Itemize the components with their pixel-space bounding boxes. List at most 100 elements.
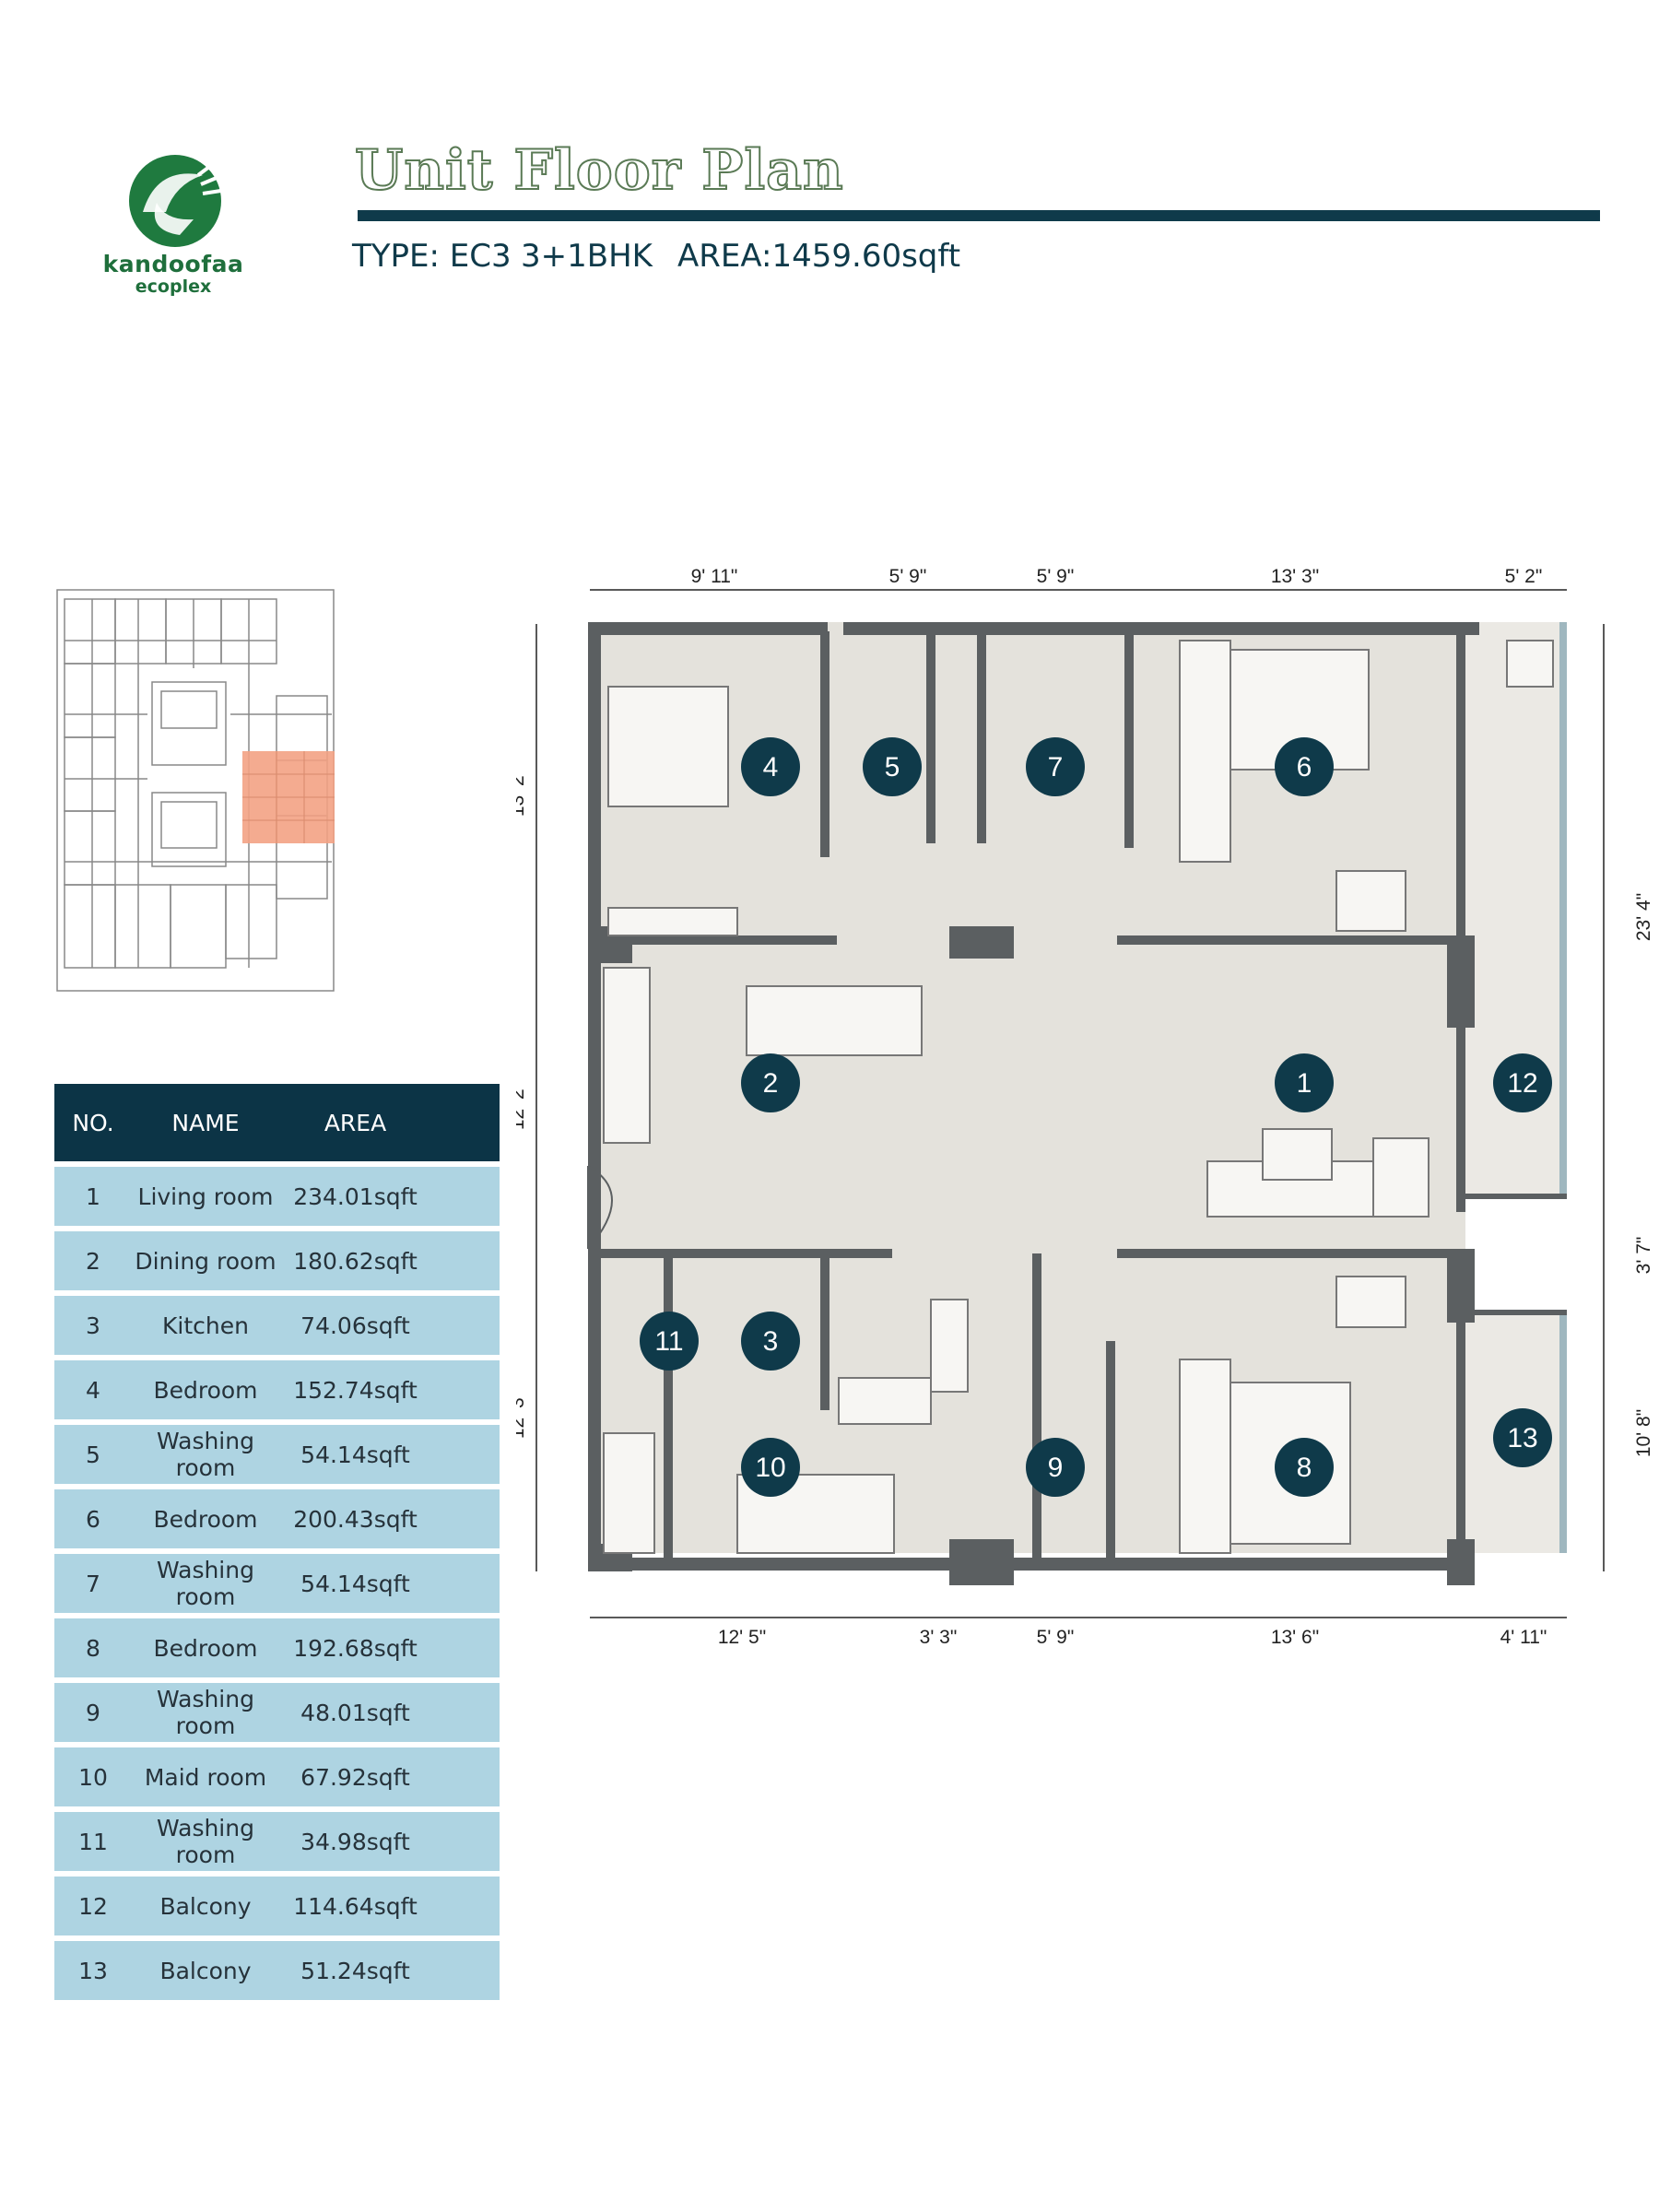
marker-2: 2: [763, 1068, 779, 1099]
row-name: Washing room: [157, 1557, 254, 1610]
marker-5: 5: [885, 752, 900, 782]
row-area: 51.24sqft: [300, 1957, 410, 1984]
brand-sub: ecoplex: [135, 276, 212, 297]
row-no: 9: [86, 1699, 100, 1726]
row-no: 11: [78, 1828, 108, 1855]
dim-left-2: 12' 2": [516, 1082, 528, 1130]
table-row: 3 Kitchen 74.06sqft: [54, 1296, 500, 1355]
table-row: 8 Bedroom 192.68sqft: [54, 1618, 500, 1677]
row-area: 192.68sqft: [293, 1634, 418, 1662]
title-divider: [358, 210, 1600, 221]
shower-11: [603, 1432, 655, 1554]
unit-area: AREA:1459.60sqft: [677, 238, 961, 275]
table-row: 7 Washing room 54.14sqft: [54, 1554, 500, 1613]
row-name: Maid room: [144, 1763, 267, 1791]
marker-13: 13: [1507, 1423, 1537, 1453]
entry-door: [587, 1165, 613, 1250]
balcony-railing: [1559, 622, 1567, 1194]
dim-right-3: 10' 8": [1633, 1409, 1654, 1457]
row-no: 6: [86, 1505, 100, 1533]
desk-6: [1335, 870, 1406, 932]
dim-top-5: 5' 2": [1505, 566, 1543, 587]
dim-bottom-1: 12' 5": [718, 1627, 766, 1648]
coffee-table: [1262, 1128, 1333, 1181]
dim-top-1: 9' 11": [691, 566, 738, 587]
wardrobe-4: [607, 907, 738, 936]
dimension-lines: [535, 589, 1605, 1618]
dim-left-3: 12' 3": [516, 1391, 528, 1439]
table-header: NO. NAME AREA: [54, 1084, 500, 1161]
page-title: Unit Floor Plan: [354, 137, 844, 204]
row-area: 54.14sqft: [300, 1570, 410, 1597]
row-name: Balcony: [159, 1892, 252, 1920]
row-name: Bedroom: [153, 1505, 258, 1533]
row-area: 48.01sqft: [300, 1699, 410, 1726]
dim-left-1: 13' 2": [516, 769, 528, 817]
row-area: 67.92sqft: [300, 1763, 410, 1791]
marker-3: 3: [763, 1326, 779, 1357]
dim-right-2: 3' 7": [1633, 1237, 1654, 1275]
brand-name: kandoofaa: [102, 251, 244, 277]
header-no: NO.: [72, 1109, 114, 1136]
row-name: Washing room: [157, 1428, 254, 1481]
row-name: Bedroom: [153, 1376, 258, 1404]
header-name: NAME: [171, 1109, 240, 1136]
table-row: 10 Maid room 67.92sqft: [54, 1747, 500, 1806]
dim-bottom-4: 13' 6": [1271, 1627, 1319, 1648]
dim-top-2: 5' 9": [889, 566, 927, 587]
key-plan: [56, 589, 335, 992]
row-area: 74.06sqft: [300, 1312, 410, 1339]
row-no: 3: [86, 1312, 100, 1339]
balcony-edge: [1465, 1310, 1567, 1315]
row-name: Kitchen: [162, 1312, 249, 1339]
balcony-gap: [1465, 1194, 1567, 1313]
balcony-unit: [1506, 640, 1554, 688]
marker-8: 8: [1297, 1453, 1312, 1483]
dim-bottom-3: 5' 9": [1037, 1627, 1075, 1648]
wardrobe-6: [1179, 640, 1231, 863]
sofa-chaise: [1372, 1137, 1430, 1218]
row-name: Dining room: [135, 1247, 276, 1275]
kitchen-counter: [838, 1377, 932, 1425]
marker-4: 4: [763, 752, 779, 782]
marker-1: 1: [1297, 1068, 1312, 1099]
row-area: 114.64sqft: [293, 1892, 418, 1920]
balcony-edge: [1465, 1194, 1567, 1199]
dim-right-1: 23' 4": [1633, 893, 1654, 941]
walls: [588, 622, 1479, 1585]
row-name: Living room: [137, 1182, 274, 1210]
kandoofaa-logo: [129, 155, 228, 247]
marker-11: 11: [654, 1326, 683, 1357]
bed-4: [607, 686, 729, 807]
wardrobe-8: [1179, 1359, 1231, 1554]
floor-plan: 9' 11" 5' 9" 5' 9" 13' 3" 5' 2" 12' 5" 3…: [516, 566, 1654, 1648]
row-name: Bedroom: [153, 1634, 258, 1662]
unit-bhk: 3+1BHK: [521, 238, 653, 275]
marker-7: 7: [1048, 752, 1064, 782]
row-no: 5: [86, 1441, 100, 1468]
row-area: 234.01sqft: [293, 1182, 418, 1210]
living-cabinet: [603, 967, 651, 1144]
room-markers: 1 2 3 4 5 6 7 8 9 10 11 12 13: [640, 737, 1552, 1497]
row-no: 10: [78, 1763, 108, 1791]
row-no: 2: [86, 1247, 100, 1275]
row-no: 13: [78, 1957, 108, 1984]
table-row: 2 Dining room 180.62sqft: [54, 1231, 500, 1290]
row-area: 180.62sqft: [293, 1247, 418, 1275]
kitchen-sink: [930, 1299, 969, 1393]
row-no: 12: [78, 1892, 108, 1920]
desk-8: [1335, 1276, 1406, 1328]
dim-top-3: 5' 9": [1037, 566, 1075, 587]
row-no: 7: [86, 1570, 100, 1597]
row-no: 8: [86, 1634, 100, 1662]
row-area: 34.98sqft: [300, 1828, 410, 1855]
dim-bottom-2: 3' 3": [920, 1627, 958, 1648]
dim-top-4: 13' 3": [1271, 566, 1319, 587]
marker-6: 6: [1297, 752, 1312, 782]
table-row: 12 Balcony 114.64sqft: [54, 1877, 500, 1936]
